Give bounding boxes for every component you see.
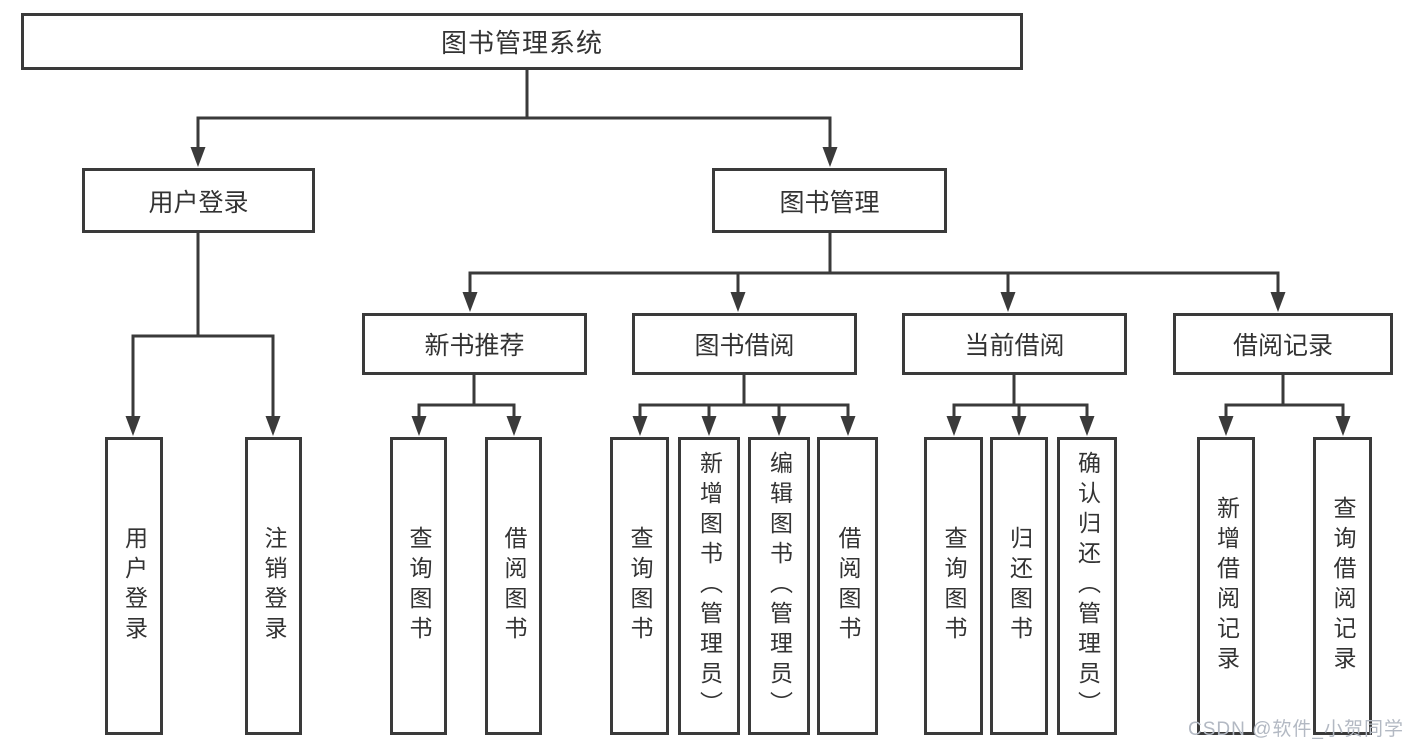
node-borrow-records: 借阅记录	[1173, 313, 1393, 375]
leaf-query-book-borrow: 查询图书	[610, 437, 669, 735]
leaf-edit-book-admin: 编辑图书（管理员）	[748, 437, 810, 735]
node-book-borrow: 图书借阅	[632, 313, 857, 375]
leaf-borrow-book: 借阅图书	[817, 437, 878, 735]
node-book-management: 图书管理	[712, 168, 947, 233]
node-library-management-system: 图书管理系统	[21, 13, 1023, 70]
leaf-query-book-current: 查询图书	[924, 437, 983, 735]
leaf-user-login: 用户登录	[105, 437, 163, 735]
leaf-borrow-book-recommend: 借阅图书	[485, 437, 542, 735]
watermark: CSDN @软件_小贺同学	[1188, 719, 1404, 740]
leaf-query-book-recommend: 查询图书	[390, 437, 447, 735]
leaf-confirm-return-admin: 确认归还（管理员）	[1057, 437, 1117, 735]
leaf-add-book-admin: 新增图书（管理员）	[678, 437, 740, 735]
node-new-book-recommend: 新书推荐	[362, 313, 587, 375]
leaf-logout: 注销登录	[245, 437, 302, 735]
leaf-return-book: 归还图书	[990, 437, 1048, 735]
leaf-query-borrow-record: 查询借阅记录	[1313, 437, 1372, 735]
leaf-add-borrow-record: 新增借阅记录	[1197, 437, 1255, 735]
node-user-login: 用户登录	[82, 168, 315, 233]
node-current-borrow: 当前借阅	[902, 313, 1127, 375]
